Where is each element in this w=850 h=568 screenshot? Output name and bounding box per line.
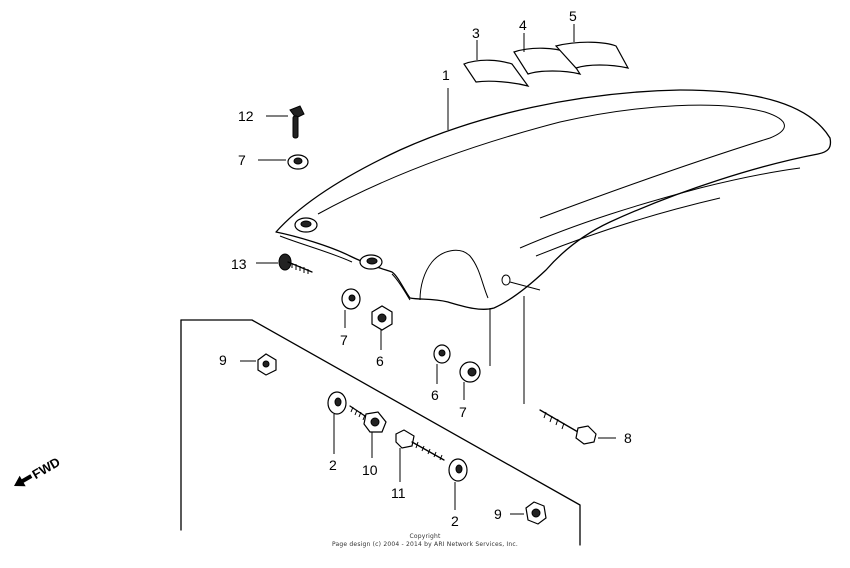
callout-10: 10 (362, 462, 378, 478)
washer-2-right (448, 458, 468, 482)
callout-5: 5 (569, 8, 577, 24)
callout-9-right: 9 (494, 506, 502, 522)
callout-7-mid: 7 (340, 332, 348, 348)
callout-13: 13 (231, 256, 247, 272)
callout-8: 8 (624, 430, 632, 446)
callout-7-right: 7 (459, 404, 467, 420)
callout-2-right: 2 (451, 513, 459, 529)
decal-5 (554, 41, 630, 69)
callout-9-left: 9 (219, 352, 227, 368)
callout-6-mid: 6 (376, 353, 384, 369)
fwd-arrow-icon (14, 474, 33, 487)
callout-12: 12 (238, 108, 254, 124)
copyright-line-2: Page design (c) 2004 - 2014 by ARI Netwo… (331, 541, 519, 548)
nut-6-right (433, 344, 451, 364)
nut-6-mid (371, 305, 393, 331)
fwd-label: FWD (30, 454, 63, 482)
copyright-line-1: Copyright (409, 533, 441, 540)
callout-7-top: 7 (238, 152, 246, 168)
rear-fender (275, 89, 832, 404)
decal-3 (463, 59, 530, 87)
bolt-8 (539, 409, 597, 445)
washer-2-left (327, 391, 347, 415)
callout-4: 4 (519, 17, 527, 33)
callout-6-right: 6 (431, 387, 439, 403)
bolt-13 (278, 253, 313, 274)
callout-11: 11 (391, 485, 406, 501)
mudguard-panel (180, 319, 581, 546)
callout-2-left: 2 (329, 457, 337, 473)
nut-9-right (525, 501, 547, 525)
leader-lines (240, 24, 616, 515)
fwd-indicator: FWD (14, 454, 63, 487)
callout-1: 1 (442, 67, 450, 83)
bolt-10 (349, 405, 387, 433)
bolt-12 (289, 105, 305, 139)
callout-3: 3 (472, 25, 480, 41)
washer-7-mid (341, 288, 361, 310)
nut-9-left (257, 353, 277, 376)
bolt-11 (395, 429, 445, 461)
callout-numbers: 1 3 4 5 12 7 13 7 6 9 6 7 8 2 10 11 2 9 (219, 8, 632, 529)
collar-7-top (287, 154, 309, 170)
collar-7-right (459, 361, 481, 383)
